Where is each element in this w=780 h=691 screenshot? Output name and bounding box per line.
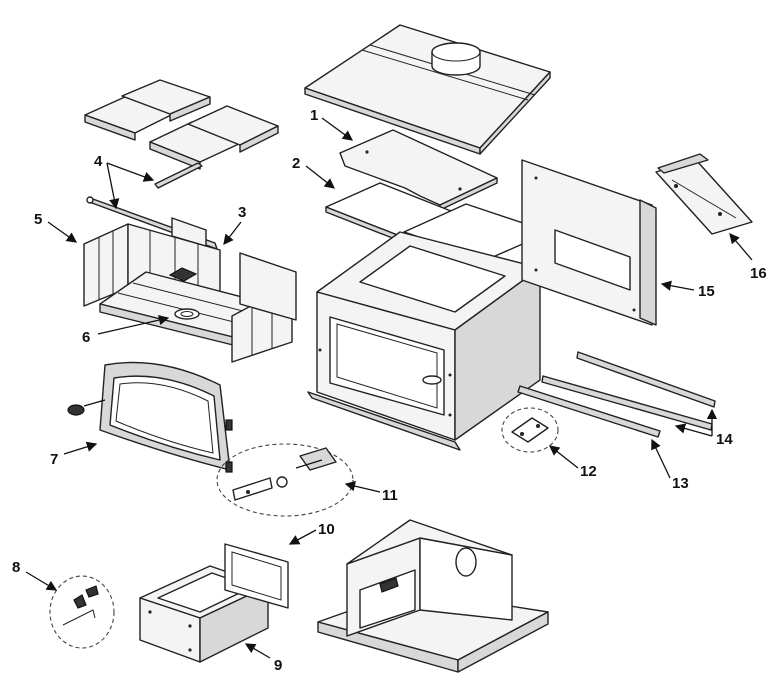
latch-kit-group [216,443,354,517]
callout-7: 7 [50,451,58,468]
callout-15: 15 [698,283,715,300]
callout-8: 8 [12,559,20,576]
callout-1: 1 [310,107,318,124]
callout-9: 9 [274,657,282,674]
handle-kit-group [49,575,115,649]
callout-10: 10 [318,521,335,538]
callout-5: 5 [34,211,42,228]
callout-3: 3 [238,204,246,221]
rod-13 [517,385,661,438]
firebrick-set [83,217,297,363]
mounting-bracket [655,153,753,235]
glass-door [67,361,233,473]
callout-6: 6 [82,329,90,346]
callout-11: 11 [382,487,398,504]
side-door-panel [521,159,657,326]
gasket-frame [224,543,289,609]
callout-2: 2 [292,155,300,172]
callout-14: 14 [716,431,733,448]
leader-lines [25,117,753,659]
grate-bracket [168,267,198,282]
top-bricks [84,79,279,170]
callout-16: 16 [750,265,767,282]
callout-13: 13 [672,475,689,492]
top-shroud [304,24,551,155]
rod-14 [541,351,716,431]
firebox-body [307,231,541,451]
outer-shroud-base [317,519,549,673]
callout-labels: 1 2 3 4 5 6 7 8 9 10 11 12 13 14 15 16 [12,107,767,674]
callout-4: 4 [94,153,103,170]
grate-plate-group [501,407,559,453]
callout-12: 12 [580,463,597,480]
